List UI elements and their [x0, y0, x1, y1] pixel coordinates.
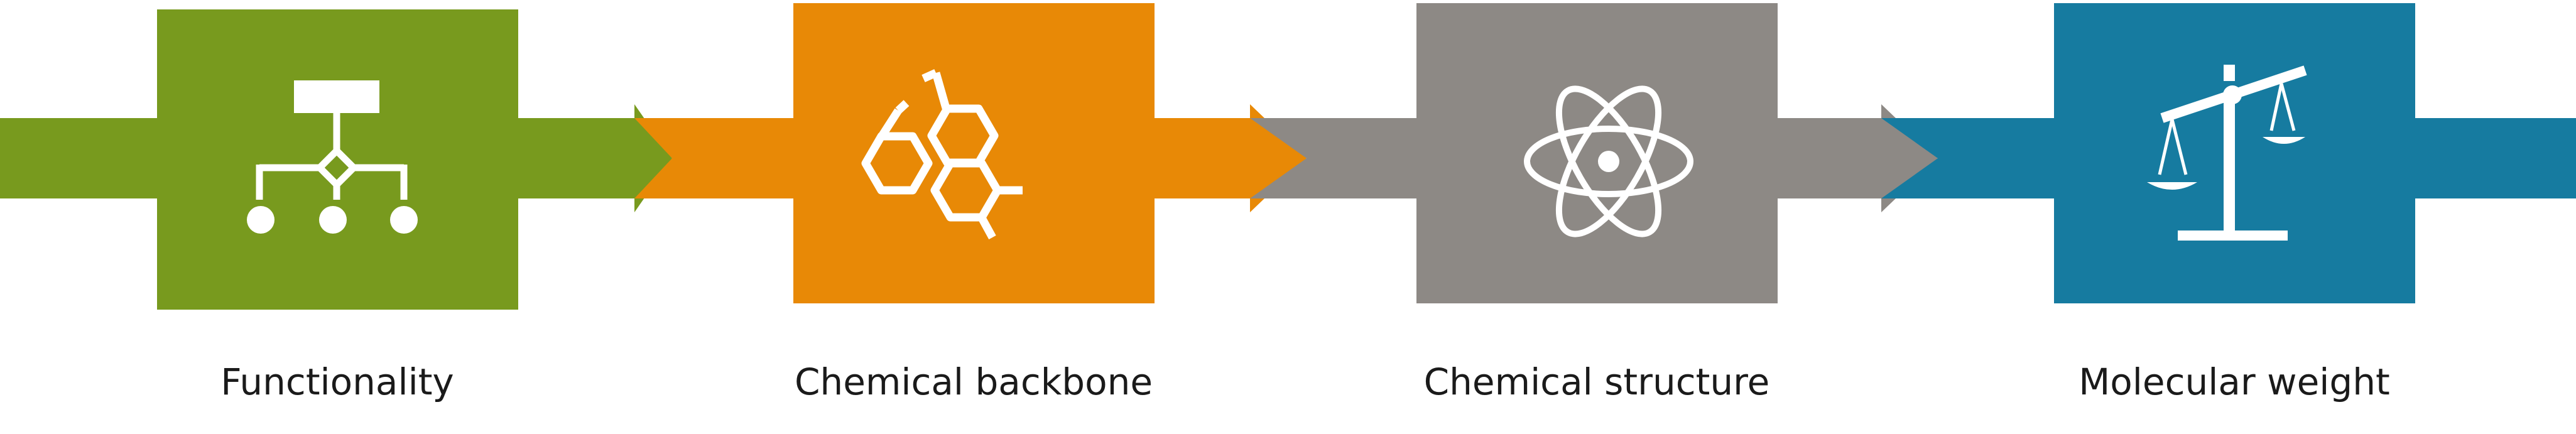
stage-label-chemical-backbone: Chemical backbone [794, 361, 1153, 403]
stage-label-functionality: Functionality [220, 361, 454, 403]
hierarchy-icon [247, 80, 418, 234]
stage-box-chemical-structure [1416, 3, 1778, 303]
stage-label-chemical-structure: Chemical structure [1423, 361, 1770, 403]
stage-box-chemical-backbone [793, 3, 1155, 303]
balance-scale-icon [2147, 65, 2307, 241]
stage-box-functionality [157, 9, 518, 310]
atom-icon [1524, 85, 1693, 237]
hexagon-molecule-icon [861, 69, 1023, 240]
stage-label-molecular-weight: Molecular weight [2079, 361, 2390, 403]
